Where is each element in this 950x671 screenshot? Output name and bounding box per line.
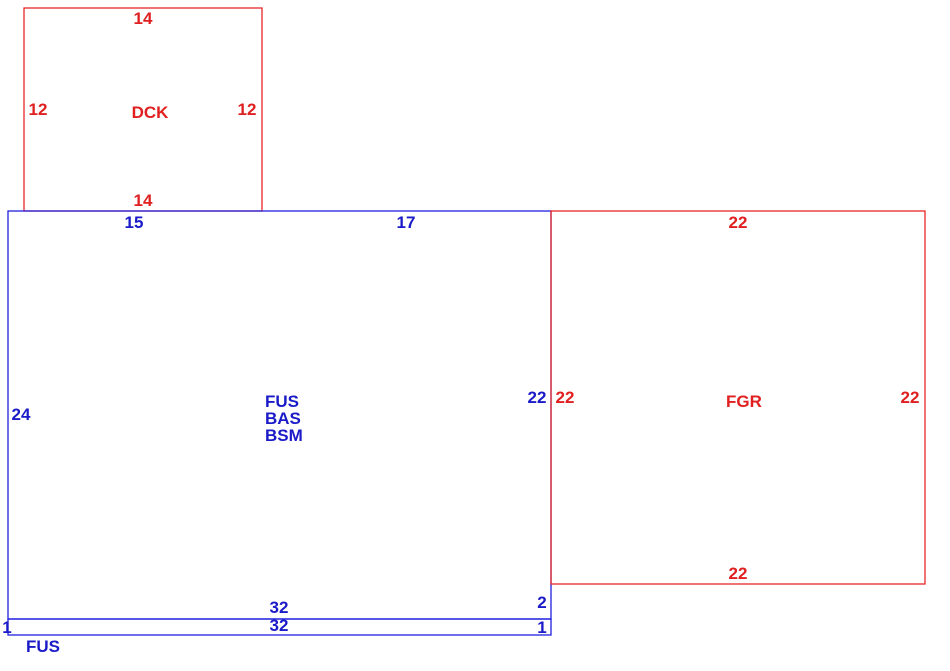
strip-outline bbox=[7, 618, 552, 636]
dck-area-label: DCK bbox=[132, 103, 170, 122]
main-bottom-dimension: 32 bbox=[270, 598, 289, 617]
strip-right-dimension: 1 bbox=[537, 618, 546, 637]
dck-left-dimension: 12 bbox=[29, 100, 48, 119]
fgr-bottom-dimension: 22 bbox=[729, 564, 748, 583]
fgr-area-label: FGR bbox=[726, 392, 762, 411]
main-area-label-bas: BAS bbox=[265, 409, 301, 428]
main-left-dimension: 24 bbox=[12, 405, 31, 424]
dck-right-dimension: 12 bbox=[238, 100, 257, 119]
fgr-area: 22 22 22 22 FGR bbox=[550, 210, 926, 585]
fgr-left-dimension: 22 bbox=[556, 388, 575, 407]
main-top-left-dimension: 15 bbox=[125, 213, 144, 232]
main-top-right-dimension: 17 bbox=[397, 213, 416, 232]
fgr-top-dimension: 22 bbox=[729, 213, 748, 232]
main-right-dimension: 22 bbox=[528, 388, 547, 407]
main-area-label-bsm: BSM bbox=[265, 426, 303, 445]
dck-bottom-dimension: 14 bbox=[134, 191, 153, 210]
main-area-label-fus: FUS bbox=[265, 392, 299, 411]
main-bottom-right-jog-dimension: 2 bbox=[537, 593, 546, 612]
dck-top-dimension: 14 bbox=[134, 9, 153, 28]
strip-area-label: FUS bbox=[26, 637, 60, 656]
fgr-right-dimension: 22 bbox=[901, 388, 920, 407]
strip-left-dimension: 1 bbox=[2, 618, 11, 637]
strip-top-dimension: 32 bbox=[270, 616, 289, 635]
strip-area: 32 1 1 FUS bbox=[2, 616, 552, 656]
dck-area: 14 14 12 12 DCK bbox=[23, 7, 263, 212]
main-area: 15 17 24 22 32 2 FUS BAS BSM bbox=[7, 210, 552, 620]
fgr-outline bbox=[550, 210, 926, 585]
